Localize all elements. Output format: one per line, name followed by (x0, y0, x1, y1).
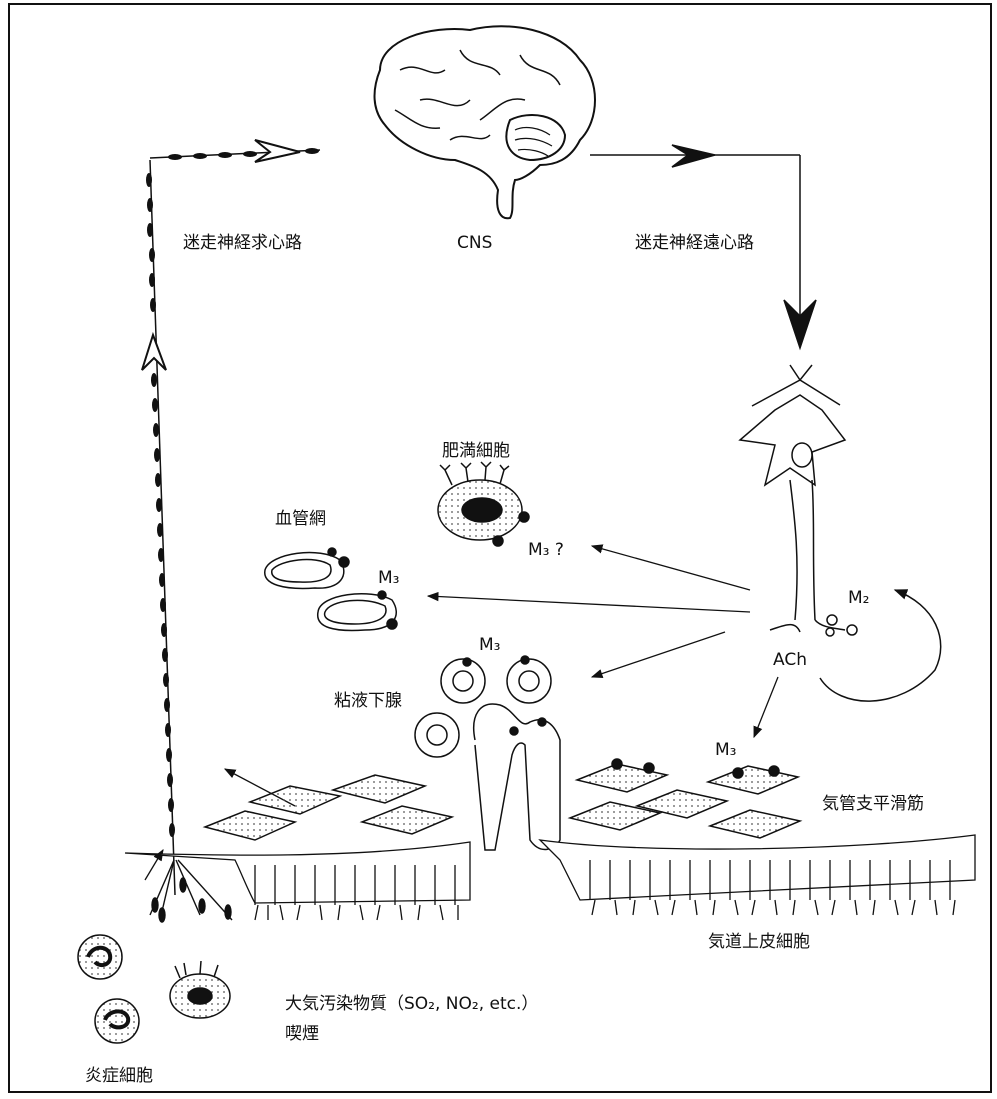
vascular-label: 血管網 (275, 511, 326, 528)
epithelium-icon (125, 835, 975, 920)
m2-receptor-label: M₂ (848, 590, 869, 607)
epithelium-label: 気道上皮細胞 (708, 934, 810, 951)
mast-cell-icon (438, 462, 529, 546)
smooth-muscle-label: 気管支平滑筋 (822, 796, 924, 813)
ach-label: ACh (773, 652, 807, 669)
gland-receptor-label: M₃ (479, 637, 500, 654)
neuron-icon (740, 365, 857, 636)
brain-icon (375, 26, 595, 218)
afferent-label: 迷走神経求心路 (183, 235, 302, 252)
gland-label: 粘液下腺 (334, 693, 402, 710)
vascular-receptor-label: M₃ (378, 570, 399, 587)
efferent-label: 迷走神経遠心路 (635, 235, 754, 252)
autoreceptor-feedback-arrow (820, 590, 941, 701)
cns-label: CNS (457, 235, 492, 252)
mast-receptor-label: M₃ ? (528, 542, 564, 559)
inflammatory-cell-icon (78, 935, 230, 1043)
pollutants-label: 大気汚染物質（SO₂, NO₂, etc.） (285, 996, 538, 1013)
vessel-icon (265, 548, 397, 630)
mast-cell-label: 肥満細胞 (442, 443, 510, 460)
inflammatory-cell-label: 炎症細胞 (85, 1068, 153, 1085)
smoking-label: 喫煙 (285, 1026, 319, 1043)
smooth-muscle-receptor-label: M₃ (715, 742, 736, 759)
